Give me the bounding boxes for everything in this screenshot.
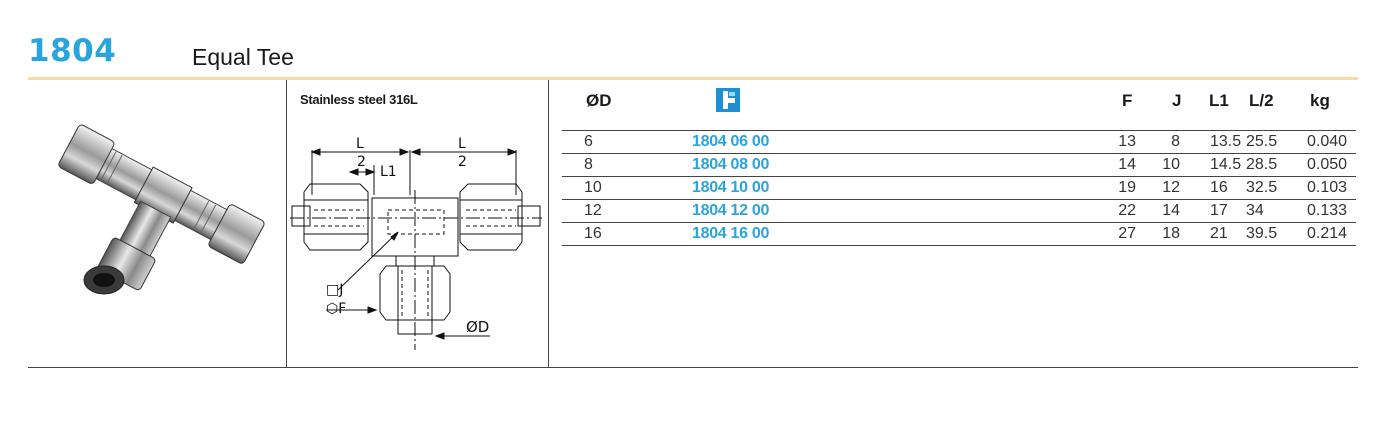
cell-reference: 1804 16 00 (692, 225, 770, 242)
cell-f: 13 (1118, 133, 1136, 150)
cell-reference: 1804 06 00 (692, 133, 770, 150)
col-header-j: J (1172, 91, 1182, 110)
reference-logo-icon (716, 88, 740, 112)
footer-rule (28, 367, 1358, 368)
cell-l2: 34 (1246, 202, 1264, 219)
cell-f: 14 (1118, 156, 1136, 173)
dim-l-right: L (458, 136, 466, 152)
cell-reference: 1804 10 00 (692, 179, 770, 196)
cell-kg: 0.050 (1307, 156, 1348, 173)
table-row: 6 1804 06 00 13 8 13.5 25.5 0.040 (556, 130, 1356, 152)
col-header-kg: kg (1310, 91, 1330, 110)
cell-reference: 1804 12 00 (692, 202, 770, 219)
cell-l1: 17 (1210, 202, 1228, 219)
cell-d: 8 (584, 156, 593, 173)
column-divider (548, 80, 549, 367)
row-divider (562, 222, 1356, 223)
dim-l-left: L (356, 136, 364, 152)
header-rule (28, 77, 1358, 80)
col-header-f: F (1122, 91, 1133, 110)
column-divider (286, 80, 287, 367)
table-row: 16 1804 16 00 27 18 21 39.5 0.214 (556, 222, 1356, 244)
dim-l1: L1 (380, 164, 397, 180)
cell-l2: 25.5 (1246, 133, 1278, 150)
col-header-l1: L1 (1209, 91, 1229, 110)
dim-2-right: 2 (458, 154, 467, 170)
cell-d: 12 (584, 202, 602, 219)
product-code: 1804 (28, 33, 117, 69)
cell-j: 18 (1162, 225, 1180, 242)
cell-kg: 0.214 (1307, 225, 1348, 242)
row-divider (562, 245, 1356, 246)
row-divider (562, 130, 1356, 131)
cell-kg: 0.040 (1307, 133, 1348, 150)
product-title: Equal Tee (192, 44, 294, 70)
cell-kg: 0.133 (1307, 202, 1348, 219)
cell-j: 12 (1162, 179, 1180, 196)
cell-l1: 13.5 (1210, 133, 1242, 150)
product-photo (58, 124, 265, 295)
cell-d: 10 (584, 179, 602, 196)
col-header-l2: L/2 (1249, 91, 1274, 110)
table-row: 8 1804 08 00 14 10 14.5 28.5 0.050 (556, 153, 1356, 175)
cell-l1: 16 (1210, 179, 1228, 196)
cell-l2: 39.5 (1246, 225, 1278, 242)
table-bottom-rule (556, 245, 1356, 246)
dim-d: ØD (466, 318, 489, 336)
cell-d: 6 (584, 133, 593, 150)
dim-j: □J (326, 282, 343, 298)
cell-reference: 1804 08 00 (692, 156, 770, 173)
dim-2-left: 2 (357, 154, 366, 170)
cell-j: 14 (1162, 202, 1180, 219)
cell-l1: 21 (1210, 225, 1228, 242)
cell-f: 27 (1118, 225, 1136, 242)
cell-f: 19 (1118, 179, 1136, 196)
cell-d: 16 (584, 225, 602, 242)
table-row: 12 1804 12 00 22 14 17 34 0.133 (556, 199, 1356, 221)
cell-f: 22 (1118, 202, 1136, 219)
material-label: Stainless steel 316L (300, 92, 418, 107)
dim-f: ⬡F (326, 301, 346, 317)
col-header-d: ØD (586, 91, 612, 110)
cell-j: 10 (1162, 156, 1180, 173)
cell-j: 8 (1171, 133, 1180, 150)
row-divider (562, 176, 1356, 177)
row-divider (562, 199, 1356, 200)
cell-l2: 28.5 (1246, 156, 1278, 173)
cell-l2: 32.5 (1246, 179, 1278, 196)
cell-kg: 0.103 (1307, 179, 1348, 196)
row-divider (562, 153, 1356, 154)
technical-drawing: L 2 L 2 L1 □J ⬡F ØD (290, 136, 542, 350)
table-row: 10 1804 10 00 19 12 16 32.5 0.103 (556, 176, 1356, 198)
cell-l1: 14.5 (1210, 156, 1242, 173)
